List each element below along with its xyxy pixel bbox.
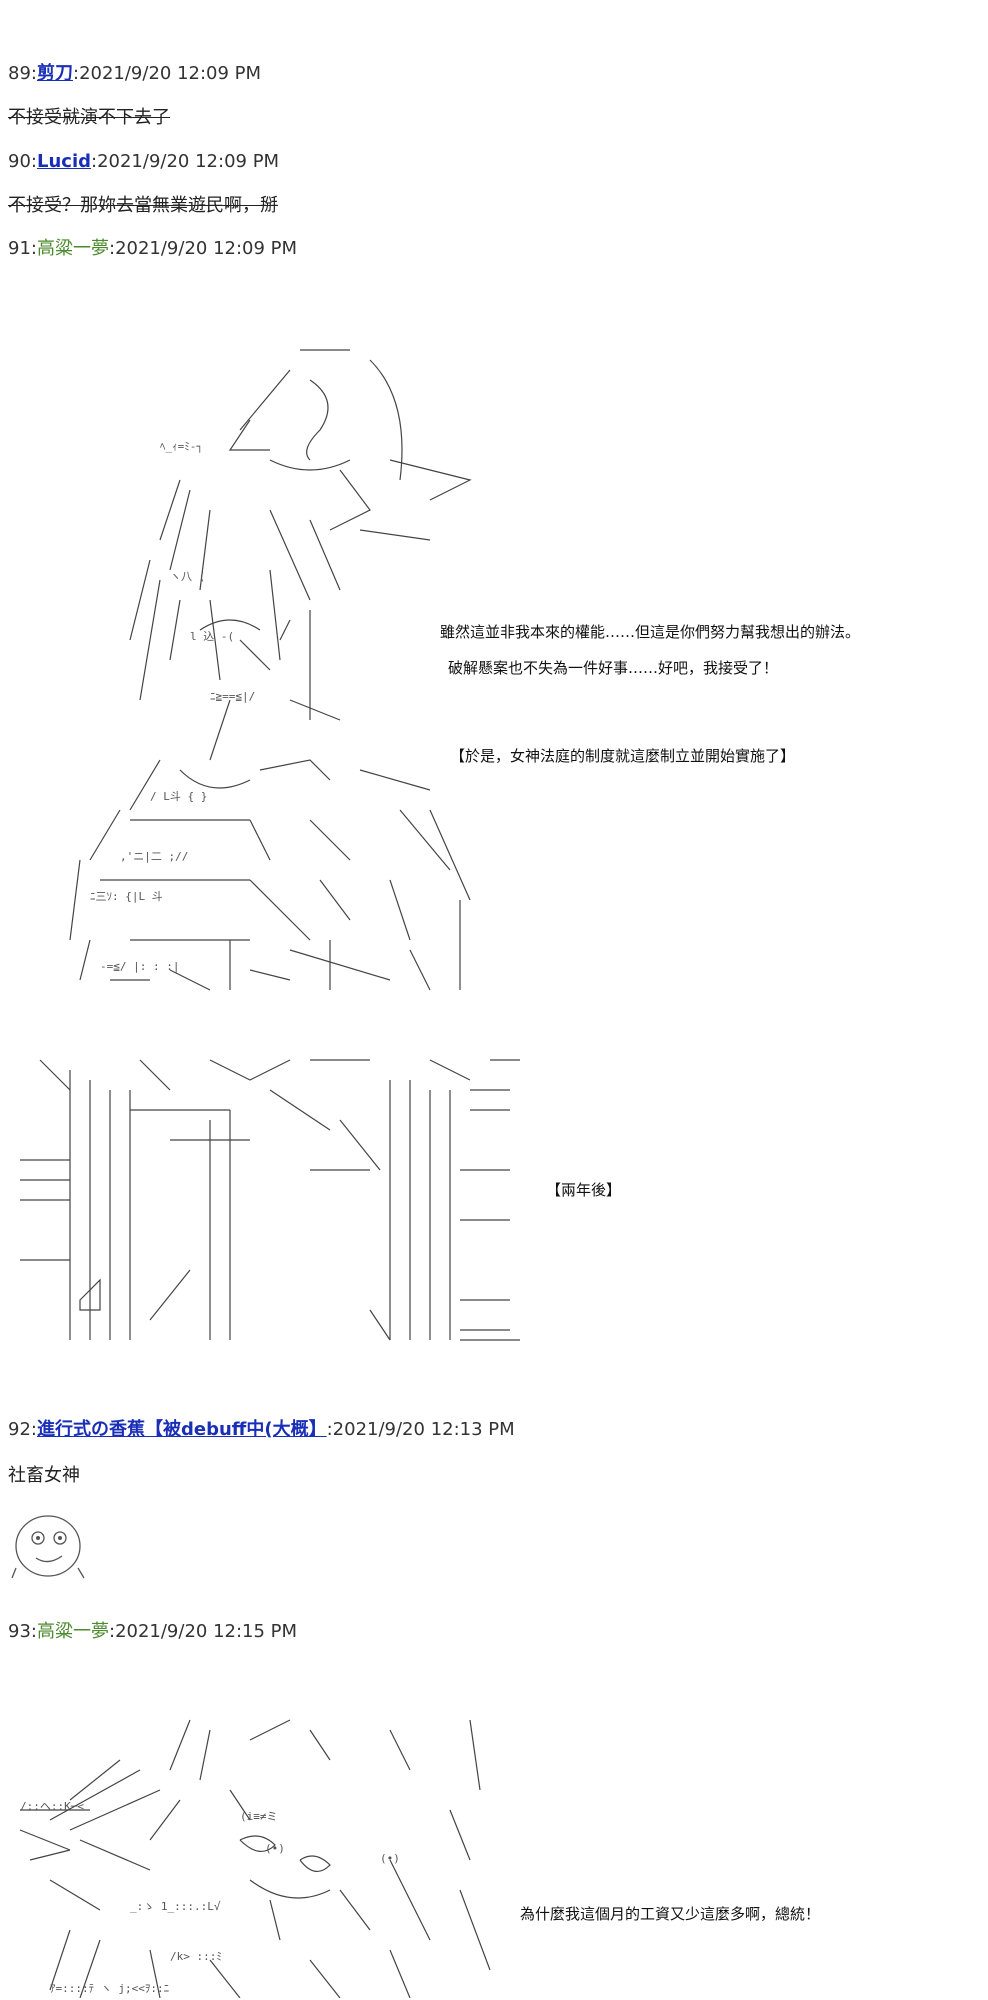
post-number: 92 xyxy=(8,1419,31,1440)
svg-text:ｱ=::::ﾃ ヽ j;<<ｦ::ﾆ: ｱ=::::ﾃ ヽ j;<<ｦ::ﾆ xyxy=(50,1982,169,1995)
svg-text:(•): (•) xyxy=(380,1852,400,1865)
post-header-90: 90:Lucid:2021/9/20 12:09 PM xyxy=(8,151,280,172)
narration-two-years-later: 【兩年後】 xyxy=(546,1181,622,1199)
ascii-art-character-face-drawing: /::ヘ::K─< (i≡≠ミ (•) (•) _:ゝ 1_:::.:L√ /k… xyxy=(19,1719,491,1998)
post-time: 2021/9/20 12:09 PM xyxy=(79,63,262,84)
ascii-art-building-drawing xyxy=(20,1059,520,1341)
svg-text:/::ヘ::K─<: /::ヘ::K─< xyxy=(20,1800,84,1813)
narration-line: 【於是，女神法庭的制度就這麼制立並開始實施了】 xyxy=(450,747,796,765)
dialog-line-salary: 為什麼我這個月的工資又少這麼多啊，總統！ xyxy=(520,1905,821,1923)
svg-text:/k> :::ﾐ: /k> :::ﾐ xyxy=(170,1950,222,1963)
post-header-92: 92:進行式の香蕉【被debuff中(大概】:2021/9/20 12:13 P… xyxy=(8,1419,515,1440)
post-time: 2021/9/20 12:09 PM xyxy=(115,238,298,259)
svg-text:(•): (•) xyxy=(265,1842,285,1855)
svg-text:ヽ八 (: ヽ八 ( xyxy=(170,570,205,583)
dialog-line-2: 破解懸案也不失為一件好事……好吧，我接受了！ xyxy=(448,659,779,677)
ascii-art-character-face: /::ヘ::K─< (i≡≠ミ (•) (•) _:ゝ 1_:::.:L√ /k… xyxy=(10,1710,510,1998)
svg-text:ﾍ_ｨ=ﾐ-┐: ﾍ_ｨ=ﾐ-┐ xyxy=(160,440,203,453)
post-body-92: 社畜女神 xyxy=(8,1465,80,1486)
author-name: 高粱一夢 xyxy=(36,238,109,259)
author-name: 高粱一夢 xyxy=(36,1621,109,1642)
post-number: 90 xyxy=(8,151,31,172)
ascii-art-goddess-drawing: ﾍ_ｨ=ﾐ-┐ ヽ八 ( l 込 -( ﾆ≧==≦|/ / L斗 { } ,'ニ… xyxy=(69,349,472,991)
svg-text:-=≦/ |: : :|: -=≦/ |: : :| xyxy=(100,960,179,973)
author-link[interactable]: 進行式の香蕉【被debuff中(大概】 xyxy=(36,1419,327,1440)
post-header-93: 93:高粱一夢:2021/9/20 12:15 PM xyxy=(8,1621,298,1642)
post-number: 89 xyxy=(8,63,31,84)
post-header-91: 91:高粱一夢:2021/9/20 12:09 PM xyxy=(8,238,298,259)
svg-text:ﾆ≧==≦|/: ﾆ≧==≦|/ xyxy=(210,690,255,703)
post-time: 2021/9/20 12:13 PM xyxy=(332,1419,515,1440)
post-body-89: 不接受就演不下去了 xyxy=(8,107,170,128)
face-sticker-image xyxy=(8,1508,88,1584)
post-body-90: 不接受？那妳去當無業遊民啊，掰 xyxy=(8,195,278,216)
author-link[interactable]: Lucid xyxy=(36,151,91,172)
svg-text:(i≡≠ミ: (i≡≠ミ xyxy=(240,1810,278,1823)
face-sticker-drawing xyxy=(11,1515,85,1579)
ascii-art-building xyxy=(10,1050,520,1350)
svg-text:/ L斗 { }: / L斗 { } xyxy=(150,790,207,803)
author-link[interactable]: 剪刀 xyxy=(36,63,73,84)
post-time: 2021/9/20 12:15 PM xyxy=(115,1621,298,1642)
post-number: 93 xyxy=(8,1621,31,1642)
post-time: 2021/9/20 12:09 PM xyxy=(97,151,280,172)
post-header-89: 89:剪刀:2021/9/20 12:09 PM xyxy=(8,63,262,84)
dialog-line-1: 雖然這並非我本來的權能……但這是你們努力幫我想出的辦法。 xyxy=(440,623,861,641)
svg-text:l 込 -(: l 込 -( xyxy=(190,630,234,643)
svg-text:ﾆ三ｿ: {|L 斗: ﾆ三ｿ: {|L 斗 xyxy=(90,890,163,903)
post-number: 91 xyxy=(8,238,31,259)
svg-text:_:ゝ 1_:::.:L√: _:ゝ 1_:::.:L√ xyxy=(130,1900,221,1913)
svg-text:,'ニ|二 ;//: ,'ニ|二 ;// xyxy=(120,850,188,863)
ascii-art-goddess: ﾍ_ｨ=ﾐ-┐ ヽ八 ( l 込 -( ﾆ≧==≦|/ / L斗 { } ,'ニ… xyxy=(10,340,490,1000)
